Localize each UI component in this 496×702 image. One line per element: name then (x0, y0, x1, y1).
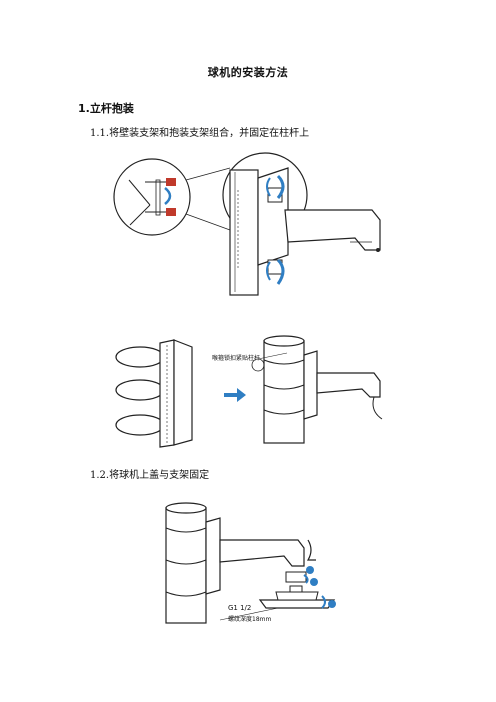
rotate-arrow-icon (266, 177, 271, 197)
thread-depth-label: 螺纹深度18mm (228, 616, 272, 623)
pole (165, 507, 207, 624)
step-marker-1 (306, 566, 314, 574)
next-step-arrow-icon (224, 388, 246, 402)
rotate-arrow-icon (164, 187, 172, 205)
step-1-text: 1.1.将壁装支架和抱装支架组合，并固定在柱杆上 (90, 128, 310, 139)
step-marker-3 (328, 600, 336, 608)
step-marker-2 (310, 578, 318, 586)
rotate-arrow-icon (266, 261, 271, 281)
document-title: 球机的安装方法 (207, 66, 289, 79)
pole-bracket-plate (229, 169, 259, 296)
detail-circle-left (113, 158, 191, 236)
bolt-icon (166, 178, 176, 186)
wall-arm (284, 209, 381, 251)
figure-camera-mount (165, 502, 336, 624)
figure-clamp-pole (115, 335, 383, 448)
rotate-arrow-icon (276, 258, 285, 285)
figure-bracket-combination (113, 152, 381, 296)
rotate-arrow-icon (276, 174, 285, 199)
rotate-arrow-icon (303, 574, 309, 584)
section-heading: 1.立杆抱装 (78, 102, 134, 115)
rotate-arrow-icon (321, 595, 326, 609)
clamp-note-label: 喉箍锁扣紧贴柱杆 (212, 355, 261, 362)
pole (263, 340, 305, 444)
bolt-icon (166, 208, 176, 216)
thread-size-label: G1 1/2 (228, 604, 252, 612)
step-2-text: 1.2.将球机上盖与支架固定 (90, 470, 210, 481)
